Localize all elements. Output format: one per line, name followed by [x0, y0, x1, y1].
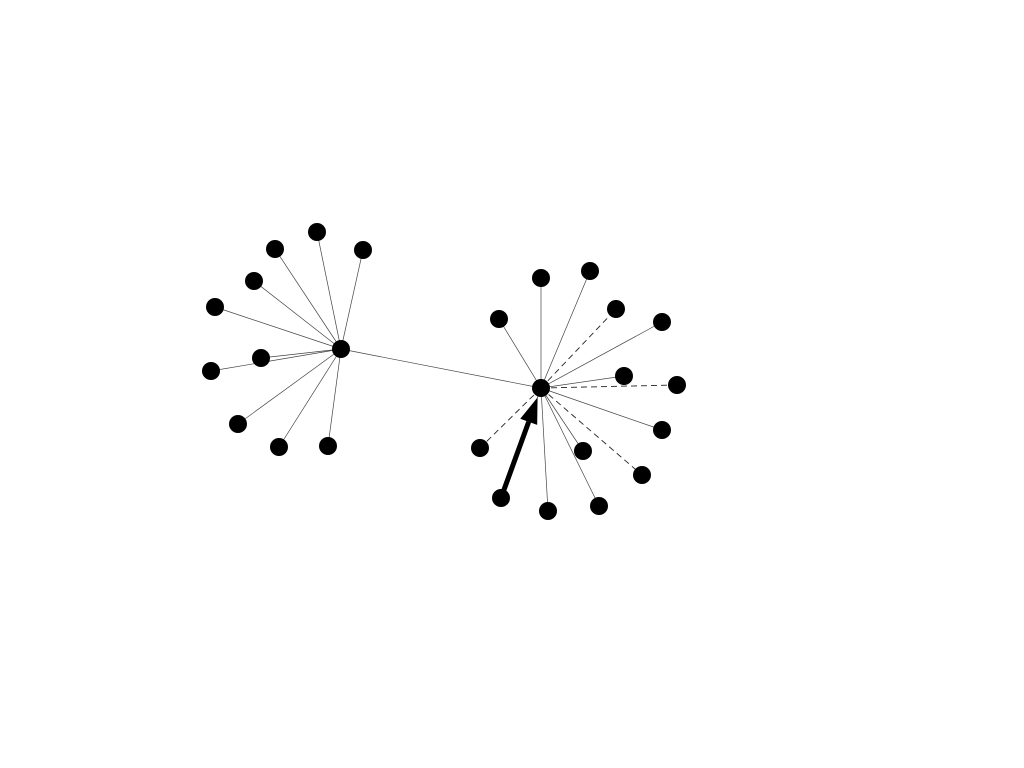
- leaf-node-left-5[interactable]: [252, 349, 270, 367]
- leaf-node-right-8[interactable]: [471, 439, 489, 457]
- leaf-node-right-6[interactable]: [668, 376, 686, 394]
- leaf-node-left-4[interactable]: [206, 298, 224, 316]
- leaf-node-right-9[interactable]: [574, 442, 592, 460]
- hub-link-edge: [340, 348, 542, 389]
- edge-right-12: [540, 387, 549, 512]
- arrow-layer: [498, 397, 538, 499]
- node-layer: [202, 223, 686, 520]
- arrow-shaft: [498, 420, 532, 499]
- edge-left-3: [253, 280, 342, 350]
- edge-layer: [210, 231, 678, 512]
- edge-left-8: [278, 348, 342, 448]
- edge-left-7: [237, 348, 342, 425]
- arrow-head: [520, 397, 538, 425]
- leaf-node-right-4[interactable]: [653, 313, 671, 331]
- leaf-node-left-8[interactable]: [270, 438, 288, 456]
- edge-right-1: [540, 270, 591, 389]
- edge-left-1: [274, 248, 342, 350]
- edge-right-6: [540, 384, 678, 389]
- edge-left-9: [327, 348, 342, 447]
- leaf-node-right-10[interactable]: [633, 466, 651, 484]
- hub-node-left[interactable]: [332, 340, 350, 358]
- leaf-node-left-3[interactable]: [245, 272, 263, 290]
- edge-left-5: [260, 348, 342, 359]
- leaf-node-right-12[interactable]: [539, 502, 557, 520]
- edge-left-0: [316, 231, 342, 350]
- leaf-node-right-13[interactable]: [590, 497, 608, 515]
- leaf-node-right-11[interactable]: [492, 489, 510, 507]
- edge-right-10: [540, 387, 643, 476]
- leaf-node-left-9[interactable]: [319, 437, 337, 455]
- leaf-node-left-2[interactable]: [354, 241, 372, 259]
- leaf-node-right-2[interactable]: [490, 310, 508, 328]
- edge-left-4: [214, 306, 342, 350]
- leaf-node-right-7[interactable]: [653, 421, 671, 439]
- edge-right-4: [540, 321, 663, 389]
- leaf-node-left-0[interactable]: [308, 223, 326, 241]
- leaf-node-right-0[interactable]: [532, 269, 550, 287]
- edge-right-13: [540, 387, 600, 507]
- edge-right-3: [540, 308, 617, 389]
- leaf-node-right-3[interactable]: [607, 300, 625, 318]
- hub-node-right[interactable]: [532, 379, 550, 397]
- edge-right-5: [540, 375, 625, 389]
- leaf-node-right-1[interactable]: [581, 262, 599, 280]
- edge-right-7: [540, 387, 663, 431]
- edge-right-8: [479, 387, 542, 449]
- edge-left-6: [210, 348, 342, 372]
- edge-right-2: [498, 318, 542, 389]
- leaf-node-left-7[interactable]: [229, 415, 247, 433]
- edge-left-2: [340, 249, 364, 350]
- leaf-node-left-6[interactable]: [202, 362, 220, 380]
- leaf-node-right-5[interactable]: [615, 367, 633, 385]
- edge-right-9: [540, 387, 584, 452]
- leaf-node-left-1[interactable]: [266, 240, 284, 258]
